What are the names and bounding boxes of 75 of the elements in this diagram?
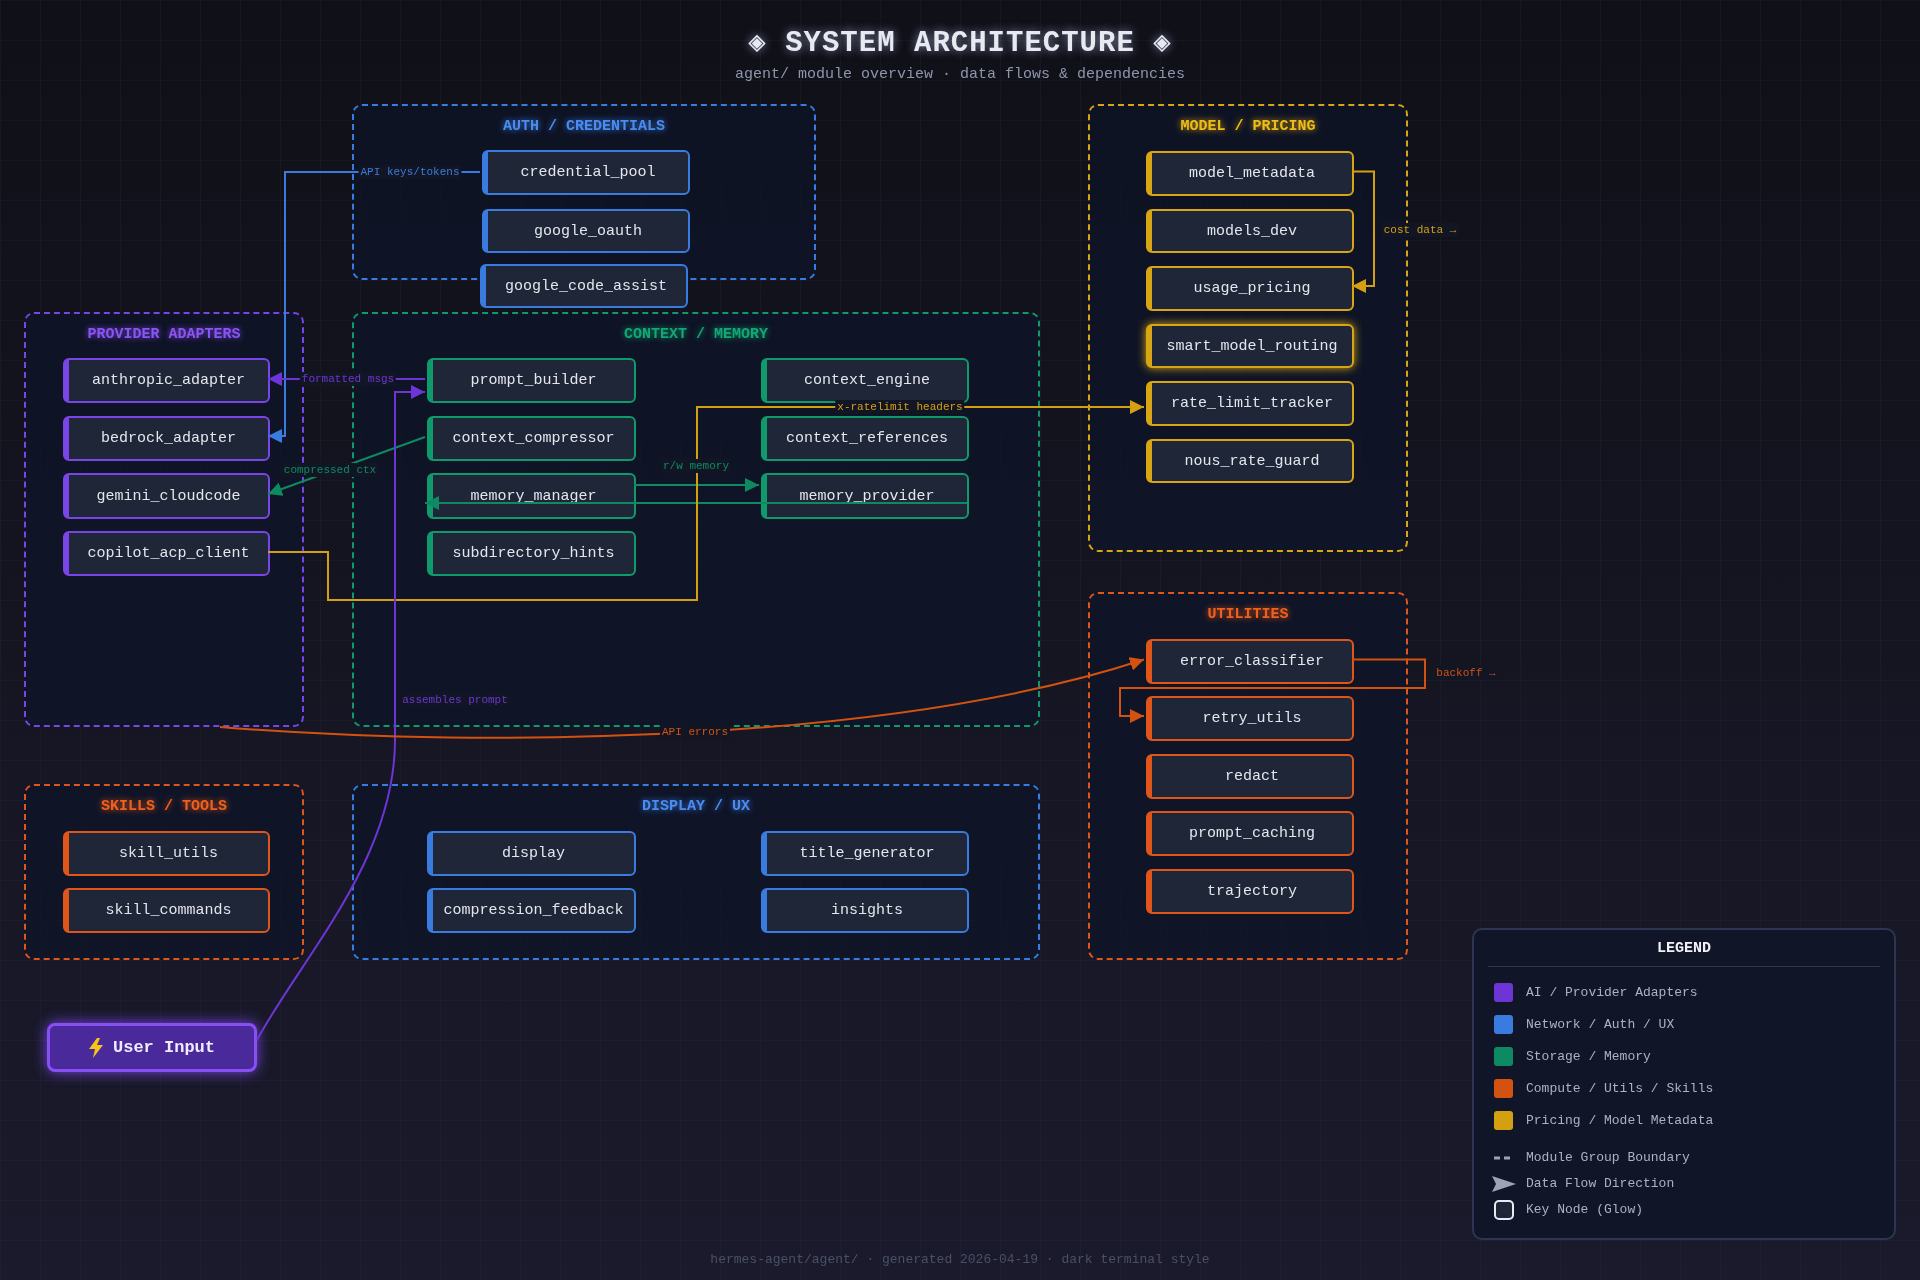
edge-label: API keys/tokens — [358, 165, 462, 179]
edge-label: r/w memory — [661, 459, 731, 473]
module-box: prompt_caching — [1146, 811, 1354, 856]
arrow — [256, 385, 426, 1041]
arrow — [267, 171, 481, 443]
module-group — [352, 104, 816, 280]
edge-label: backoff → — [1434, 666, 1498, 680]
module-box: rate_limit_tracker — [1146, 381, 1354, 426]
module-group — [352, 784, 1040, 960]
module-box: memory_manager — [427, 473, 636, 519]
module-box: gemini_cloudcode — [63, 473, 270, 519]
module-box: memory_provider — [761, 473, 969, 519]
legend-label: Storage / Memory — [1526, 1049, 1651, 1065]
module-box: anthropic_adapter — [63, 358, 270, 403]
module-box: prompt_builder — [427, 358, 636, 403]
module-box: compression_feedback — [427, 888, 636, 933]
legend-label: Data Flow Direction — [1526, 1176, 1675, 1192]
module-box: context_compressor — [427, 416, 636, 461]
group-title: CONTEXT / MEMORY — [623, 326, 769, 343]
input-node — [47, 1023, 257, 1072]
edge-label: x-ratelimit headers — [835, 400, 965, 414]
module-box: display — [427, 831, 636, 876]
arrow — [424, 496, 968, 510]
module-box: bedrock_adapter — [63, 416, 270, 461]
module-box: error_classifier — [1146, 639, 1354, 684]
module-box: model_metadata — [1146, 151, 1354, 196]
group-title: AUTH / CREDENTIALS — [502, 118, 666, 135]
module-box: usage_pricing — [1146, 266, 1354, 311]
module-box: smart_model_routing — [1146, 324, 1354, 368]
arrow — [219, 656, 1145, 739]
module-box: skill_utils — [63, 831, 270, 876]
module-box: subdirectory_hints — [427, 531, 636, 576]
arrow — [633, 478, 760, 492]
module-box: google_oauth — [482, 209, 690, 253]
legend-label: Compute / Utils / Skills — [1526, 1081, 1714, 1097]
module-box: nous_rate_guard — [1146, 439, 1354, 483]
module-box: credential_pool — [482, 150, 690, 195]
group-title: UTILITIES — [1206, 606, 1290, 623]
footer-caption: hermes-agent/agent/ · generated 2026-04-19 · dark terminal style — [709, 1252, 1211, 1267]
group-title: SKILLS / TOOLS — [100, 798, 228, 815]
module-box: models_dev — [1146, 209, 1354, 253]
arrow — [1351, 170, 1375, 293]
arrow — [267, 400, 1145, 601]
edge-label: assembles prompt — [400, 693, 510, 707]
legend-label: Pricing / Model Metadata — [1526, 1113, 1714, 1129]
module-box: title_generator — [761, 831, 969, 876]
edge-label: compressed ctx — [281, 463, 379, 477]
module-box: copilot_acp_client — [63, 531, 270, 576]
edge-label: cost data → — [1381, 223, 1459, 237]
subtitle: agent/ module overview · data flows & dependencies — [733, 66, 1187, 83]
module-group — [24, 784, 304, 960]
arrow — [1119, 658, 1426, 723]
legend-title: LEGEND — [1656, 940, 1712, 957]
group-title: DISPLAY / UX — [641, 798, 751, 815]
arrow — [267, 436, 426, 496]
module-box: context_references — [761, 416, 969, 461]
module-group — [1088, 104, 1408, 552]
node-label: User Input — [113, 1038, 215, 1057]
legend-label: Module Group Boundary — [1526, 1150, 1690, 1166]
legend-label: AI / Provider Adapters — [1526, 985, 1698, 1001]
legend-label: Key Node (Glow) — [1526, 1202, 1644, 1218]
edge-label: formatted msgs — [299, 372, 397, 386]
edge-label: API errors — [660, 725, 730, 739]
module-box: redact — [1146, 754, 1354, 799]
module-box: skill_commands — [63, 888, 270, 933]
module-box: google_code_assist — [480, 264, 688, 308]
module-box: insights — [761, 888, 969, 933]
module-box: trajectory — [1146, 869, 1354, 914]
module-box: context_engine — [761, 358, 969, 403]
module-box: retry_utils — [1146, 696, 1354, 741]
diagram-title: ◈ SYSTEM ARCHITECTURE ◈ — [747, 26, 1173, 60]
legend-label: Network / Auth / UX — [1526, 1017, 1675, 1033]
group-title: MODEL / PRICING — [1179, 118, 1317, 135]
group-title: PROVIDER ADAPTERS — [86, 326, 242, 343]
module-group — [1088, 592, 1408, 960]
